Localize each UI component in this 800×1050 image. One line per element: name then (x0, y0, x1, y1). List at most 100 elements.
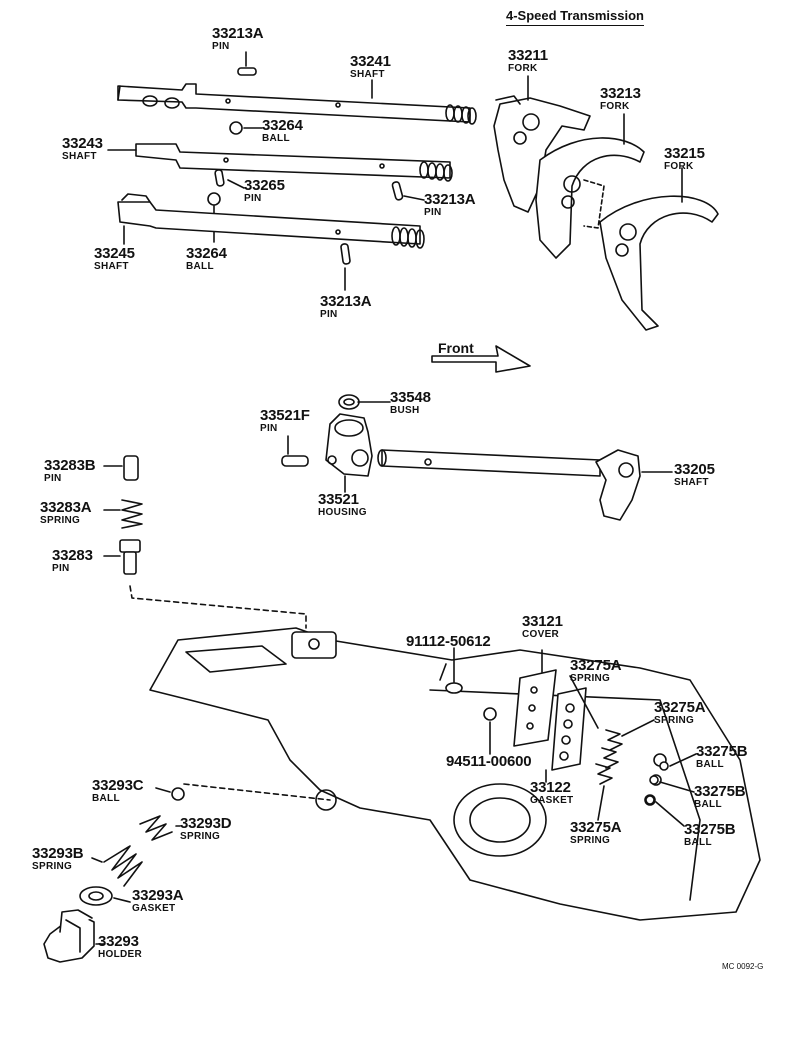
part-number: 33213A (424, 191, 476, 208)
part-number: 33293B (32, 845, 84, 862)
part-number: 33283A (40, 499, 92, 516)
pin-33265-drawing (214, 169, 225, 187)
pin-33283-drawing (119, 539, 141, 575)
shaft-33205-drawing (377, 449, 641, 521)
bush-33548-drawing (338, 394, 360, 410)
ball-33275b-1-drawing (659, 761, 669, 771)
part-number: 33275A (654, 699, 706, 716)
spring-33293b-drawing (103, 845, 143, 887)
plug-94511-drawing (483, 707, 497, 721)
holder-33293-drawing (43, 909, 95, 963)
part-label-94511: 94511-00600 (446, 754, 532, 770)
part-name: HOUSING (318, 507, 367, 518)
fork-33213-drawing (535, 137, 645, 259)
part-number: 33275B (696, 743, 748, 760)
part-number: 91112-50612 (406, 633, 491, 650)
part-number: 33205 (674, 461, 715, 478)
part-number: 33521F (260, 407, 310, 424)
part-number: 33548 (390, 389, 431, 406)
part-number: 33215 (664, 145, 705, 162)
part-name: SHAFT (94, 261, 129, 272)
part-name: PIN (260, 423, 278, 434)
part-label-91112: 91112-50612 (406, 634, 491, 650)
part-number: 33264 (262, 117, 303, 134)
part-name: GASKET (530, 795, 574, 806)
pin-33213a-bottom-drawing (340, 243, 351, 265)
part-number: 33275A (570, 657, 622, 674)
shaft-33245-drawing (117, 193, 425, 249)
ball-33264-top-drawing (229, 121, 243, 135)
gasket-33293a-drawing (79, 886, 113, 906)
part-name: SPRING (180, 831, 221, 842)
part-name: SPRING (570, 835, 611, 846)
part-number: 33211 (508, 47, 548, 64)
part-number: 33283B (44, 457, 96, 474)
part-name: PIN (44, 473, 62, 484)
part-number: 33275B (684, 821, 736, 838)
part-name: BALL (262, 133, 290, 144)
pin-33213a-top-drawing (237, 67, 257, 76)
part-number: 33293A (132, 887, 184, 904)
part-number: 33293 (98, 933, 139, 950)
bolt-91112-drawing (445, 682, 463, 694)
gasket-33122-drawing (551, 687, 587, 771)
part-name: PIN (212, 41, 230, 52)
part-name: BALL (696, 759, 724, 770)
front-label: Front (438, 340, 474, 356)
part-name: SPRING (32, 861, 73, 872)
part-name: BUSH (390, 405, 420, 416)
part-number: 33265 (244, 177, 285, 194)
part-name: FORK (600, 101, 630, 112)
part-number: 33293D (180, 815, 232, 832)
part-name: BALL (92, 793, 120, 804)
part-number: 33243 (62, 135, 103, 152)
part-number: 33521 (318, 491, 359, 508)
spring-33293d-drawing (139, 815, 173, 841)
part-name: SHAFT (674, 477, 709, 488)
fork-33215-drawing (599, 195, 719, 331)
ball-33264-bottom-drawing (207, 192, 221, 206)
drawing-code: MC 0092-G (722, 962, 764, 971)
part-name: HOLDER (98, 949, 143, 960)
part-name: PIN (52, 563, 70, 574)
part-name: SHAFT (62, 151, 97, 162)
part-name: PIN (320, 309, 338, 320)
part-number: 33213A (212, 25, 264, 42)
part-name: PIN (424, 207, 442, 218)
part-number: 33241 (350, 53, 391, 70)
part-number: 33122 (530, 779, 571, 796)
part-name: FORK (664, 161, 694, 172)
ball-33275b-2-drawing (649, 775, 659, 785)
part-number: 33121 (522, 613, 563, 630)
part-number: 33275B (694, 783, 746, 800)
spring-33275a-drawing (595, 729, 623, 785)
part-name: BALL (186, 261, 214, 272)
ball-33275b-3-drawing (645, 795, 655, 805)
cover-33121-drawing (513, 669, 557, 747)
shaft-33243-drawing (135, 143, 453, 182)
